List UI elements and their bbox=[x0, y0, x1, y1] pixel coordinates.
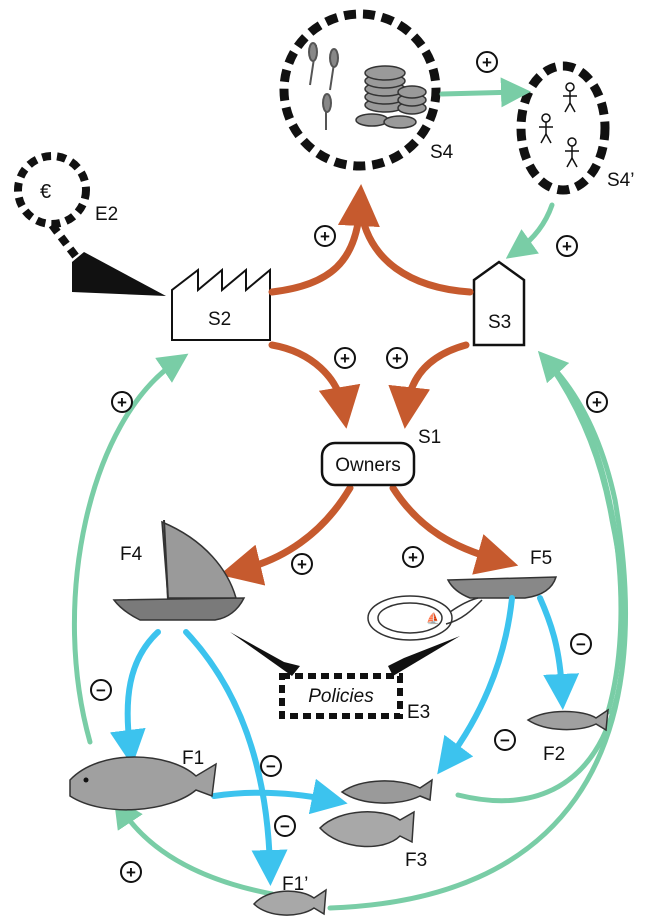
plus-sign-f1-s2: + bbox=[111, 391, 133, 413]
s1-label: S1 bbox=[418, 427, 441, 448]
small-fish-icon bbox=[252, 888, 327, 916]
s2-label: S2 bbox=[208, 309, 231, 330]
s3-label: S3 bbox=[488, 312, 511, 333]
f1prime-fish-node bbox=[252, 888, 327, 916]
f5-to-f3-arrow bbox=[437, 595, 515, 775]
f3-fish-node bbox=[318, 778, 433, 848]
plus-sign-s1-f4: + bbox=[291, 553, 313, 575]
plus-sign-s3-s1: + bbox=[386, 347, 408, 369]
small-fish-icon bbox=[526, 708, 609, 732]
f4-to-f1-arrow bbox=[109, 629, 161, 766]
minus-sign-f1-f3: − bbox=[260, 755, 282, 777]
svg-text:+: + bbox=[592, 393, 602, 412]
svg-text:−: − bbox=[96, 681, 106, 700]
s1-to-f5-arrow bbox=[389, 484, 519, 575]
svg-text:+: + bbox=[482, 53, 492, 72]
f1-fish-node bbox=[69, 756, 217, 811]
owners-text: Owners bbox=[335, 455, 400, 476]
people-icon bbox=[539, 82, 579, 168]
e3-policies-node: Policies bbox=[279, 673, 403, 719]
fish-icon-upper bbox=[340, 778, 433, 804]
s4-to-s4prime-arrow bbox=[439, 77, 531, 108]
s4-capital-node bbox=[279, 9, 441, 171]
f1prime-to-f1-arrow bbox=[113, 797, 275, 897]
f5-netboat-node: ⛵ bbox=[367, 576, 558, 641]
svg-text:−: − bbox=[500, 731, 510, 750]
f3-label: F3 bbox=[405, 850, 427, 871]
boat-icon bbox=[446, 576, 558, 599]
minus-sign-f4-f1: − bbox=[90, 679, 112, 701]
plus-sign-s4prime-s3: + bbox=[556, 235, 578, 257]
s4prime-society-node bbox=[516, 61, 610, 195]
e2-to-s2-arrow bbox=[72, 252, 166, 296]
f4-to-f1prime-arrow bbox=[183, 629, 288, 886]
s3-house-node bbox=[472, 260, 526, 347]
sailboat-icon bbox=[161, 520, 237, 599]
f1prime-label: F1’ bbox=[282, 874, 308, 895]
svg-text:−: − bbox=[576, 635, 586, 654]
e3-to-f4-arrow bbox=[230, 632, 300, 676]
tiny-boat-icon: ⛵ bbox=[426, 612, 440, 625]
f4-label: F4 bbox=[120, 544, 143, 565]
plus-sign-s2-s1: + bbox=[334, 347, 356, 369]
f1-to-f3-arrow bbox=[211, 778, 348, 815]
plus-sign-s2-s4: + bbox=[314, 225, 336, 247]
e2-finance-node: € bbox=[14, 152, 90, 265]
svg-text:+: + bbox=[340, 349, 350, 368]
e3-to-f5-arrow bbox=[388, 636, 460, 676]
f1prime-to-s3-arrow bbox=[327, 359, 629, 911]
plus-sign-s1-f5: + bbox=[402, 546, 424, 568]
f2-label: F2 bbox=[543, 744, 565, 765]
s3-to-s4-arrow bbox=[356, 201, 474, 296]
svg-text:+: + bbox=[126, 863, 136, 882]
s2-to-s4-arrow bbox=[268, 184, 380, 296]
fish-icon bbox=[69, 756, 217, 811]
fishing-net-icon bbox=[367, 595, 483, 641]
policies-text: Policies bbox=[308, 686, 374, 707]
coins-icon bbox=[355, 65, 427, 129]
f2-fish-node bbox=[526, 708, 609, 732]
s4-label: S4 bbox=[430, 142, 454, 163]
svg-text:−: − bbox=[266, 757, 276, 776]
s4prime-to-s3-arrow bbox=[505, 202, 555, 259]
svg-text:−: − bbox=[280, 817, 290, 836]
plus-sign-f1prime-f1: + bbox=[120, 861, 142, 883]
s2-to-s1-arrow bbox=[268, 341, 361, 429]
minus-sign-f5-f2: − bbox=[570, 633, 592, 655]
s3-to-s1-arrow bbox=[388, 341, 470, 429]
s4prime-label: S4’ bbox=[607, 170, 634, 191]
plus-sign-f2-s3: + bbox=[586, 391, 608, 413]
minus-sign-f4-f1prime: − bbox=[274, 815, 296, 837]
svg-text:+: + bbox=[320, 227, 330, 246]
e3-label: E3 bbox=[407, 702, 430, 723]
euro-symbol: € bbox=[40, 181, 51, 203]
wheat-icon bbox=[308, 42, 339, 130]
f5-to-f2-arrow bbox=[537, 595, 580, 710]
svg-text:+: + bbox=[297, 555, 307, 574]
svg-text:+: + bbox=[562, 237, 572, 256]
f4-sailboat-node bbox=[112, 519, 246, 621]
s1-owners-node: Owners bbox=[320, 441, 416, 487]
f5-label: F5 bbox=[530, 548, 552, 569]
plus-sign-s4-s4prime: + bbox=[476, 51, 498, 73]
f1-to-s2-arrow bbox=[72, 353, 189, 745]
svg-text:+: + bbox=[392, 349, 402, 368]
s1-to-f4-arrow bbox=[219, 484, 354, 586]
svg-text:+: + bbox=[408, 548, 418, 567]
minus-sign-f5-f3: − bbox=[494, 729, 516, 751]
f1-label: F1 bbox=[182, 748, 204, 769]
house-icon bbox=[472, 260, 526, 347]
fish-icon-lower bbox=[318, 810, 415, 848]
svg-text:+: + bbox=[117, 393, 127, 412]
e2-label: E2 bbox=[95, 204, 118, 225]
